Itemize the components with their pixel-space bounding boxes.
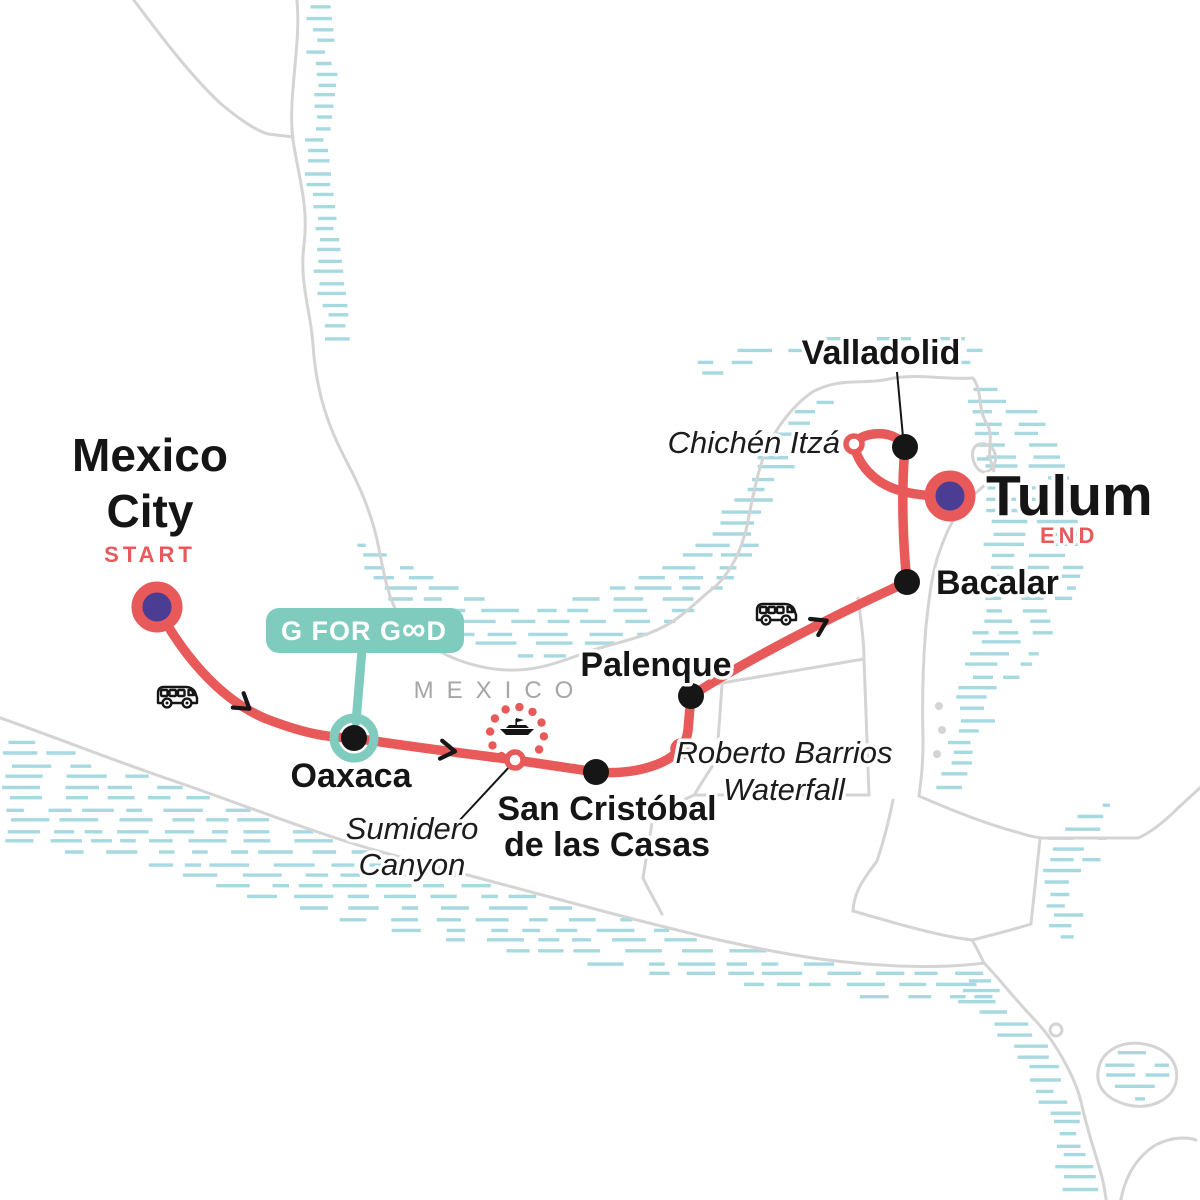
- start-marker: [131, 581, 183, 633]
- boat-icon: [500, 718, 534, 735]
- stop-label-valladolid: Valladolid: [802, 334, 961, 372]
- stop-label-san-cristobal-line1: San Cristóbal: [497, 790, 716, 828]
- dotted-circle-dot: [497, 751, 506, 761]
- stop-dot-oaxaca: [341, 725, 367, 751]
- poi-label-sumidero-line1: Sumidero: [346, 811, 479, 846]
- valladolid-pointer-line: [896, 371, 904, 438]
- island-caye: [935, 702, 943, 710]
- poi-label-sumidero-line2: Canyon: [359, 847, 466, 882]
- dotted-circle-dot: [490, 714, 500, 723]
- dotted-circle-dot: [528, 707, 537, 717]
- sumidero-pointer-line: [457, 764, 512, 823]
- city-stops: [329, 434, 920, 785]
- labels: Mexico City START Oaxaca San Cristóbal d…: [68, 331, 1157, 886]
- dotted-circle-dot: [539, 732, 549, 741]
- border-mexico-guatemala-north: [714, 657, 866, 686]
- stop-dot-bacalar: [894, 569, 920, 595]
- badge-background: [266, 608, 464, 653]
- poi-label-roberto-barrios-line1: Roberto Barrios: [675, 735, 892, 770]
- stop-dot-valladolid: [892, 434, 918, 460]
- stop-label-palenque: Palenque: [580, 646, 731, 684]
- coastline-pacific: [0, 716, 1108, 1200]
- stop-label-oaxaca: Oaxaca: [291, 757, 413, 795]
- stop-dot-palenque: [678, 683, 704, 709]
- border-guatemala-east: [851, 798, 895, 913]
- bus-icon: [156, 685, 199, 709]
- excursion-stop-roberto-barrios: [670, 738, 692, 760]
- excursion-stop-chichen-itza: [843, 433, 865, 455]
- route-line: [152, 428, 955, 778]
- stop-dot-san-cristobal: [583, 759, 609, 785]
- badge-label: G FOR G∞D: [281, 610, 447, 647]
- start-city-label-line2: City: [107, 485, 194, 537]
- island-cozumel: [971, 442, 998, 474]
- end-tag: END: [1040, 523, 1098, 548]
- island-caye: [933, 750, 941, 758]
- coastline-corner: [1119, 1136, 1198, 1200]
- border-top-left: [131, 0, 295, 139]
- dotted-circle-dot: [537, 718, 546, 727]
- border-guatemala-southeast: [851, 909, 986, 965]
- end-marker: [924, 470, 976, 522]
- dotted-circle-dot: [485, 727, 495, 736]
- end-city-label: Tulum: [986, 464, 1153, 528]
- stop-label-san-cristobal-line2: de las Casas: [504, 826, 710, 864]
- border-chiapas: [693, 683, 724, 796]
- start-city-label-line1: Mexico: [72, 429, 228, 481]
- country-label: MEXICO: [414, 677, 587, 704]
- dotted-circle-dot: [515, 702, 524, 712]
- island-with-lake: [1096, 1041, 1179, 1108]
- dotted-circle-dot: [488, 741, 497, 750]
- coastline-gulf-yucatan: [290, 0, 1200, 840]
- excursion-stop-sumidero: [504, 749, 526, 771]
- badge-connector: [351, 645, 367, 727]
- bus-icon: [755, 602, 798, 626]
- poi-label-chichen-itza: Chichén Itzá: [668, 425, 840, 460]
- g-for-good-badge: G FOR G∞D: [266, 608, 464, 727]
- dotted-circle: [485, 702, 549, 761]
- border-honduras-west: [970, 837, 1042, 942]
- island-caye: [938, 726, 946, 734]
- dotted-circle-dot: [534, 745, 544, 754]
- border-mexico-guatemala-south: [641, 793, 871, 916]
- infinity-icon: ∞: [402, 610, 427, 647]
- sumidero-excursion-marker: [457, 702, 549, 823]
- start-tag: START: [104, 542, 196, 567]
- stop-ring-oaxaca: [329, 713, 379, 763]
- small-island: [1048, 1022, 1064, 1038]
- stop-label-bacalar: Bacalar: [936, 564, 1059, 602]
- dotted-circle-dot: [501, 705, 510, 714]
- poi-label-roberto-barrios-line2: Waterfall: [723, 772, 846, 807]
